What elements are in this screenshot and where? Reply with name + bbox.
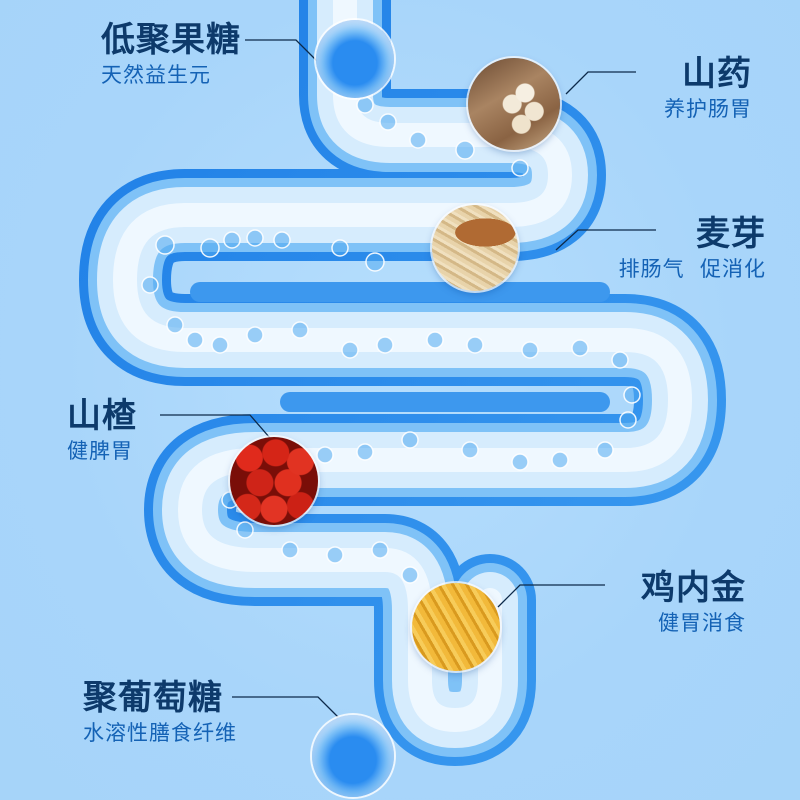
label-fos: 低聚果糖 天然益生元 [101,20,241,88]
ingredient-subtitle: 健胃消食 [658,611,746,635]
ingredient-title: 麦芽 [696,214,766,254]
ingredient-subtitle: 天然益生元 [101,63,211,87]
ingredient-subtitle: 健脾胃 [67,439,133,463]
bubbles [141,96,641,584]
label-jineijin: 鸡内金 健胃消食 [641,568,746,636]
ingredient-title: 山药 [682,54,752,94]
ingredient-subtitle: 水溶性膳食纤维 [83,721,237,745]
ingredient-subtitle: 排肠气 促消化 [618,257,766,281]
jineijin-image [412,583,500,671]
ingredient-title: 低聚果糖 [101,20,241,60]
ingredient-title: 聚葡萄糖 [83,678,223,718]
hawthorn-image [230,437,318,525]
ingredient-title: 山楂 [67,396,137,436]
label-hawthorn: 山楂 健脾胃 [67,396,137,464]
prebiotic-cell-image [316,20,394,98]
leader-lines [160,39,656,718]
ingredient-subtitle: 养护肠胃 [664,97,752,121]
yam-image [468,58,560,150]
label-polydextrose: 聚葡萄糖 水溶性膳食纤维 [83,678,237,746]
label-yam: 山药 养护肠胃 [664,54,752,122]
malt-image [432,205,518,291]
ingredient-title: 鸡内金 [641,568,746,608]
label-malt: 麦芽 排肠气 促消化 [619,214,766,282]
fiber-cell-image [312,715,394,797]
